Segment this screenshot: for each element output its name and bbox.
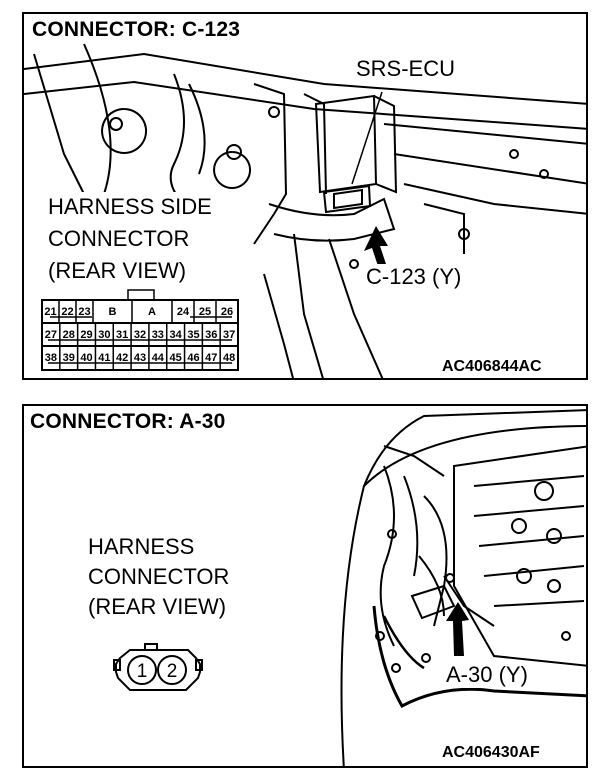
pin-label: 28 <box>63 329 75 341</box>
a30-pinout-diagram: 1 2 <box>113 643 203 691</box>
connector-label: A-30 (Y) <box>444 662 530 688</box>
pin-2-label: 2 <box>167 661 178 682</box>
pin-label: 24 <box>177 306 190 318</box>
pin-label: 48 <box>223 352 235 364</box>
location-arrow-icon <box>446 602 469 656</box>
view-label-block: HARNESS SIDE CONNECTOR (REAR VIEW) <box>32 192 246 302</box>
pin-label: 44 <box>152 352 165 364</box>
pin-label: 37 <box>223 329 235 341</box>
pin-label: 22 <box>61 306 73 318</box>
view-label-line-2: CONNECTOR <box>88 564 230 589</box>
view-label-line-3: (REAR VIEW) <box>88 594 227 619</box>
srs-ecu-location-illustration <box>24 43 586 378</box>
view-label-line-1: HARNESS SIDE <box>48 194 212 219</box>
connector-label: C-123 (Y) <box>364 264 464 290</box>
pin-label: 34 <box>170 329 183 341</box>
engine-bay-illustration <box>340 409 586 766</box>
pin-label: 25 <box>199 306 211 318</box>
pin-label: 47 <box>205 352 217 364</box>
view-label-line-3: (REAR VIEW) <box>48 258 187 283</box>
pin-label: 29 <box>80 329 92 341</box>
image-code: AC406844AC <box>442 358 542 375</box>
pin-label: 32 <box>134 329 146 341</box>
pin-label: 23 <box>78 306 90 318</box>
pin-label: 21 <box>44 306 56 318</box>
pin-label: 45 <box>170 352 182 364</box>
pin-label: 41 <box>98 352 110 364</box>
pin-label: 33 <box>152 329 164 341</box>
pin-label: B <box>109 306 117 318</box>
pin-label: 38 <box>45 352 57 364</box>
pin-label: A <box>148 306 156 318</box>
pin-label: 46 <box>187 352 199 364</box>
view-label-line-1: HARNESS <box>88 534 195 559</box>
image-code: AC406430AF <box>442 744 540 761</box>
pin-label: 26 <box>221 306 233 318</box>
pin-label: 31 <box>116 329 128 341</box>
c123-pinout-diagram: 21 22 23 B A 24 25 26 27 28 29 30 31 32 33 34 35 36 37 38 39… <box>40 289 240 374</box>
pin-label: 36 <box>205 329 217 341</box>
pin-label: 43 <box>134 352 146 364</box>
panel-title: CONNECTOR: C-123 <box>32 18 241 41</box>
pin-label: 30 <box>98 329 110 341</box>
component-label: SRS-ECU <box>356 56 456 81</box>
connector-a30-panel: CONNECTOR: A-30 HARNESS CONNECTOR (REAR … <box>22 404 588 768</box>
panel-title: CONNECTOR: A-30 <box>30 410 226 433</box>
view-label-line-2: CONNECTOR <box>48 226 190 251</box>
pin-label: 42 <box>116 352 128 364</box>
pin-label: 27 <box>45 329 57 341</box>
pin-label: 39 <box>63 352 75 364</box>
connector-c123-panel: CONNECTOR: C-123 SRS-ECU HARNESS SIDE CO… <box>22 12 588 380</box>
pin-label: 35 <box>187 329 199 341</box>
pin-label: 40 <box>80 352 92 364</box>
pin-1-label: 1 <box>137 661 148 682</box>
